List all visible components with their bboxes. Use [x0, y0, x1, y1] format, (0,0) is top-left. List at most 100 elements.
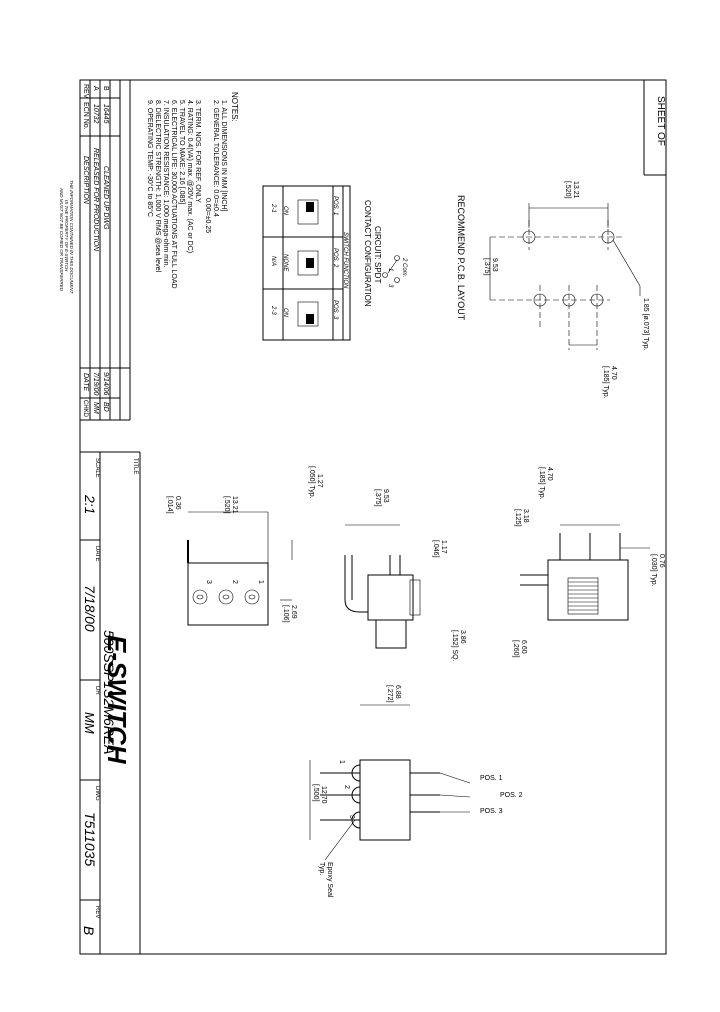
note-4: 4. RATING: 0.4(VA) max. @20V max. (AC or… — [186, 100, 193, 253]
part-number: 500SSP1S2M6REA — [101, 630, 117, 755]
pcb-dim-470: 4.70 — [610, 366, 617, 380]
disclaimer-line-3: AND MUST NOT BE COPIED OR TRANSFERRED — [59, 187, 64, 292]
pcb-dim-hole: 1.85 [ø.073] Typ. — [642, 298, 649, 350]
term-pos3: 2-3 — [270, 305, 276, 315]
end-dim-036-in: [.014] — [166, 496, 173, 514]
pos-dim-1270-in: [.500] — [312, 784, 319, 802]
pos-pin-3: 3 — [348, 815, 355, 819]
end-dim-036: 0.36 — [174, 496, 181, 510]
front-dim-386: 3.86 — [459, 630, 466, 644]
desc-b: CLEANED UP DWG — [102, 166, 109, 230]
date-col-header: DATE — [82, 373, 89, 391]
end-pin-2: 2 — [231, 580, 238, 584]
func-pos2: NONE — [282, 254, 288, 272]
pos-1-label: POS. 1 — [480, 775, 503, 782]
side-dim-318: 3.18 — [522, 509, 529, 523]
sheet-border — [79, 79, 667, 955]
term-pos1: 2-1 — [270, 203, 276, 213]
disclaimer-line-2: IS THE PROPERTY OF E-SWITCH — [64, 200, 69, 272]
com-label: 2 Com. — [401, 257, 407, 277]
date-value: 7/18/00 — [82, 585, 98, 632]
chkd-col-header: CHKD — [82, 400, 88, 418]
title-label: TITLE — [132, 458, 138, 474]
rev-col-header: REV — [82, 84, 89, 99]
side-dim-660-in: [.260] — [512, 640, 519, 658]
ecn-b: 16445 — [102, 104, 109, 124]
side-dim-470-in: [.185] Typ. — [538, 467, 545, 500]
position-view: POS. 1 POS. 2 POS. 3 1 2 3 6.88 [.272] 1… — [309, 685, 523, 898]
epoxy-typ: Typ. — [318, 862, 325, 875]
scale-value: 2:1 — [82, 494, 98, 514]
scale-label: SCALE — [94, 458, 100, 478]
side-dim-660: 6.60 — [520, 640, 527, 654]
note-5: 5. TRAVEL TO MAKE: 2.16 [.085] — [178, 100, 185, 204]
pcb-dim-1321-in: [.520] — [564, 181, 571, 199]
end-pin-circle — [218, 589, 234, 605]
rev-value: B — [81, 926, 97, 935]
end-dim-1321-in: [.520] — [223, 496, 230, 514]
pcb-layout: RECOMMEND P.C.B. LAYOUT 13.21 [.520] 9.5… — [456, 181, 649, 399]
date-label: DATE — [94, 546, 100, 562]
circuit-symbol: 2 Com. 1 3 — [382, 255, 407, 288]
notes-block: NOTES: 1. ALL DIMENSIONS IN MM [INCH] 2.… — [146, 92, 239, 289]
date-b: 9/14/06 — [102, 372, 109, 395]
date-a: 7/19/00 — [92, 372, 99, 395]
end-dim-1321: 13.21 — [231, 496, 238, 514]
pos-2-label: POS. 2 — [500, 792, 523, 799]
end-pin-circle — [192, 589, 208, 605]
epoxy-label: Epoxy Seal — [326, 862, 333, 898]
front-dim-953: 9.53 — [382, 489, 389, 503]
circuit-title: CIRCUIT: SPDT — [373, 226, 382, 283]
notes-heading: NOTES: — [230, 92, 239, 122]
desc-a: RELEASED FOR PRODUCTION — [92, 148, 99, 252]
desc-col-header: DESCRIPTION — [82, 156, 89, 205]
revision-table: REV ECN No. DESCRIPTION DATE CHKD A 1073… — [59, 80, 131, 421]
side-view: 4.70 [.185] Typ. 3.18 [.125] 0.76 [.030]… — [512, 467, 665, 658]
front-dim-386-in: [.152] SQ. — [451, 630, 458, 662]
pcb-title: RECOMMEND P.C.B. LAYOUT — [456, 195, 466, 321]
pcb-dim-953: 9.53 — [491, 258, 498, 272]
rev-a: A — [92, 86, 99, 91]
pcb-dim-470-in: [.185] Typ. — [602, 366, 609, 399]
term-pos2: N/A — [270, 256, 276, 266]
dwg-label: DWG — [94, 786, 100, 801]
chkd-b: BD — [102, 402, 109, 412]
pin-3: 3 — [387, 284, 393, 288]
pin-1: 1 — [387, 268, 393, 271]
side-dim-076-in: [.030] Typ. — [650, 554, 657, 587]
ecn-col-header: ECN No. — [82, 102, 89, 130]
contact-title: CONTACT CONFIGURATION — [363, 200, 372, 307]
note-2: 2. GENERAL TOLERANCE: 0.0=±0.4 — [212, 100, 219, 217]
end-pin-circle — [244, 589, 260, 605]
company-logo: E-SWITCH — [102, 635, 132, 765]
pcb-dim-953-in: [.375] — [483, 258, 490, 276]
note-8: 8. DIELECTRIC STRENGTH: 1,000 V RMS @sea… — [154, 100, 161, 272]
sheet-label: SHEET OF — [655, 96, 666, 146]
pos-pin-1: 1 — [338, 760, 345, 764]
pos-dim-688: 6.88 — [394, 685, 401, 699]
pos3-col: POS. 3 — [332, 300, 338, 320]
func-pos1: ON — [282, 206, 288, 216]
title-block: TITLE SCALE 2:1 DATE 7/18/00 DR MM DWG T… — [80, 451, 141, 954]
end-pin-1: 1 — [257, 580, 264, 584]
pos1-col: POS. 1 — [332, 196, 338, 215]
note-2b: 0.00=±0.25 — [204, 198, 211, 233]
pcb-dim-1321: 13.21 — [572, 181, 579, 199]
front-dim-117: 1.17 — [440, 540, 447, 554]
note-9: 9. OPERATING TEMP: -30°C to 85°C — [146, 100, 154, 217]
func-pos3: ON — [282, 308, 288, 318]
end-pin-3: 3 — [205, 580, 212, 584]
ecn-a: 10732 — [92, 104, 99, 124]
note-6: 6. ELECTRICAL LIFE: 30,000 ACTUATIONS AT… — [170, 100, 177, 289]
pos-pin-2: 2 — [343, 785, 350, 789]
pos-3-label: POS. 3 — [480, 808, 503, 815]
dr-label: DR — [94, 686, 100, 695]
side-dim-318-in: [.125] — [514, 509, 521, 527]
front-view: 1.27 [.050] Typ. 9.53 [.375] 1.17 [.046]… — [308, 466, 466, 662]
rev-label: REV — [94, 906, 100, 918]
rev-b: B — [102, 86, 109, 91]
front-dim-127-in: [.050] Typ. — [308, 466, 315, 499]
side-dim-076: 0.76 — [658, 554, 665, 568]
front-dim-127: 1.27 — [316, 474, 323, 488]
